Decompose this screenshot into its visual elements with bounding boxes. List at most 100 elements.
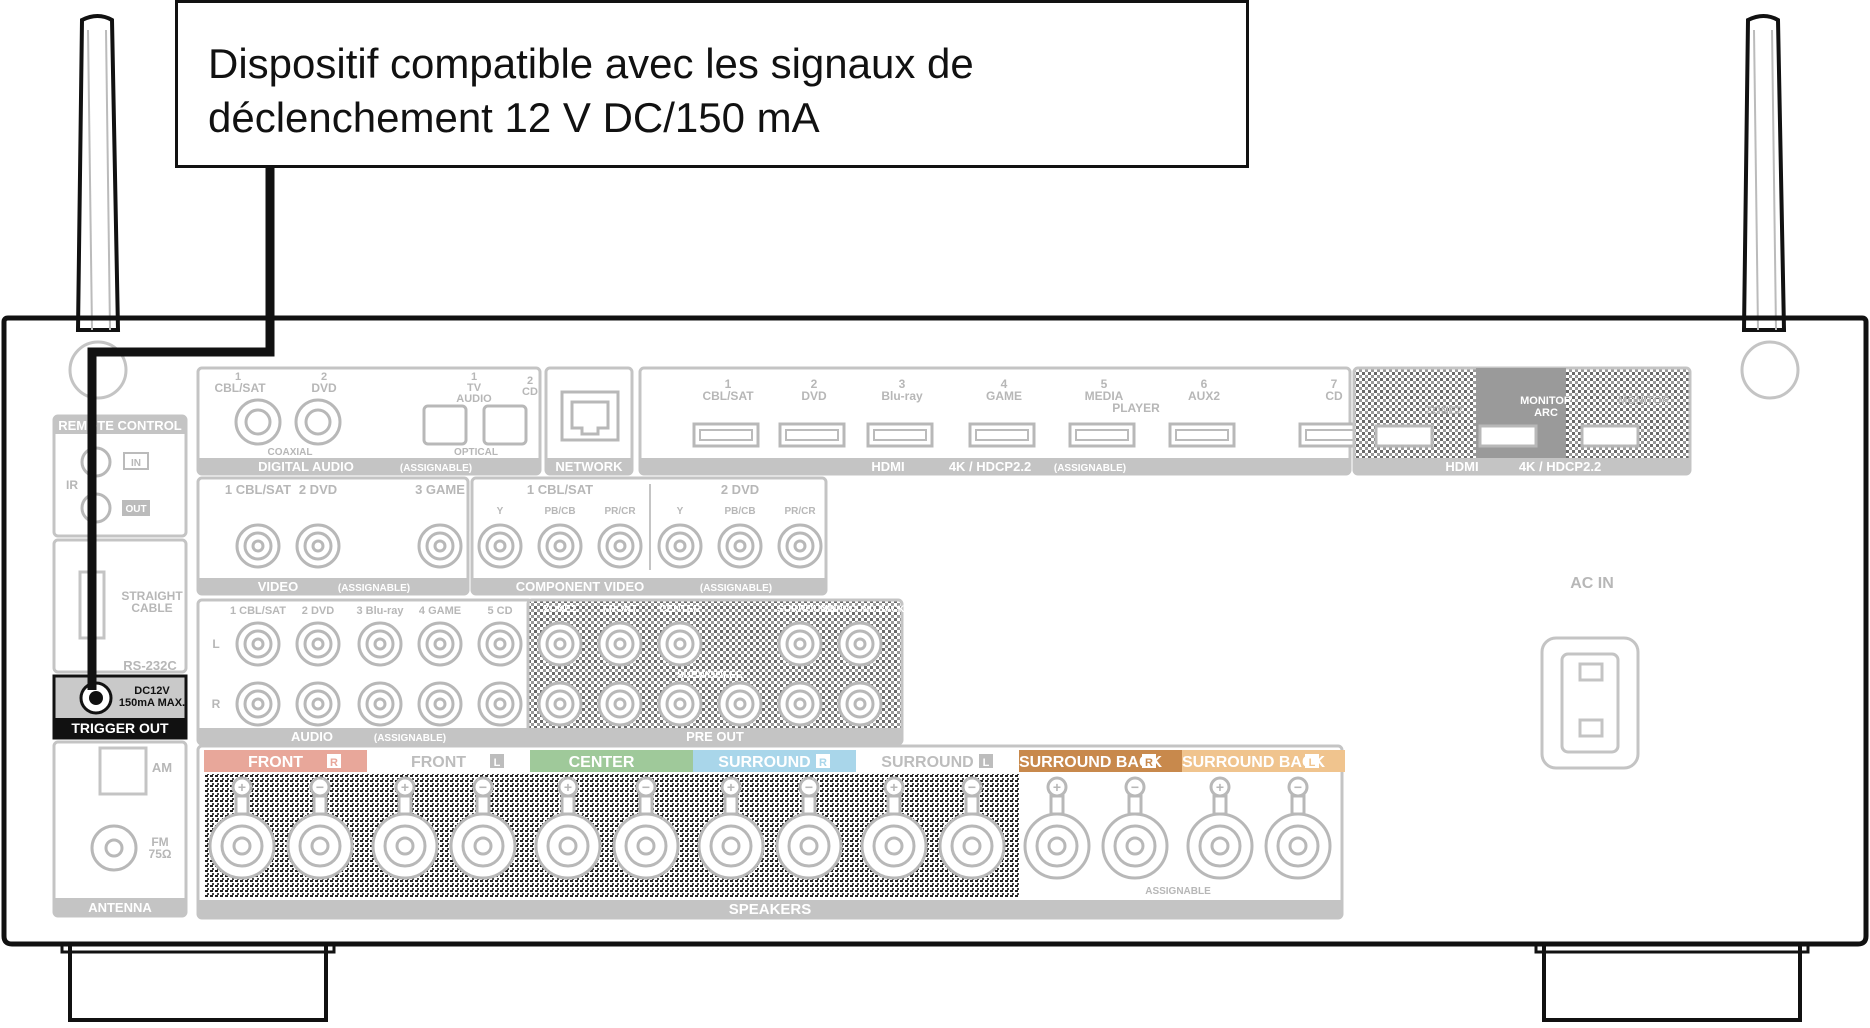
speaker-header-2 <box>367 750 530 772</box>
hdmi-in-name-4: GAME <box>986 389 1022 403</box>
speaker-terminal-hole-minus-3 <box>636 836 656 856</box>
hdmi-in-port-6[interactable] <box>1168 422 1236 448</box>
speaker-header-3 <box>530 750 693 772</box>
audio-title: AUDIO <box>291 729 333 744</box>
ir-label: IR <box>66 478 78 492</box>
pre-out-section: ZONE2 FRONT CENTER SURROUND SURROUND BAC… <box>526 598 905 746</box>
hdmi-in-port-1[interactable] <box>692 422 760 448</box>
ir-out-label: OUT <box>125 504 146 515</box>
video-jack-2-pin <box>311 539 325 553</box>
speaker-terminal-hole-plus-4 <box>721 836 741 856</box>
hdmi-out-monitor2-port[interactable] <box>1580 424 1640 448</box>
speaker-terminal-hole-minus-6 <box>1125 836 1145 856</box>
audio-jack-l-2-pin <box>311 637 325 651</box>
speaker-terminal-hole-plus-7 <box>1210 836 1230 856</box>
speaker-label-4: SURROUND <box>718 754 810 771</box>
audio-jack-l-4-pin <box>433 637 447 651</box>
ac-in-socket[interactable] <box>1540 636 1640 770</box>
antenna-label: ANTENNA <box>88 900 152 915</box>
optical-jack-1[interactable] <box>422 404 468 446</box>
hdmi-monitor-arc-1: MONITOR <box>1520 395 1572 407</box>
hdmi-in-port-5[interactable] <box>1068 422 1136 448</box>
digital-audio-cblsat: CBL/SAT <box>214 381 266 395</box>
right-antenna <box>1740 14 1800 400</box>
speaker-plus-sign-1: + <box>238 779 246 795</box>
speakers-title: SPEAKERS <box>729 901 812 918</box>
speaker-terminal-hole-minus-4 <box>799 836 819 856</box>
audio-jack-r-4-pin <box>433 697 447 711</box>
trigger-cable <box>87 168 275 690</box>
ac-in-section: AC IN <box>1540 575 1640 770</box>
speaker-side-4: R <box>819 757 827 769</box>
hdmi-in-port-3[interactable] <box>866 422 934 448</box>
hdmi-in-port-inner-3 <box>873 429 927 441</box>
speaker-plus-sign-3: + <box>564 779 572 795</box>
hdmi-out-zone2-port[interactable] <box>1374 424 1434 448</box>
speaker-side-box-4 <box>816 754 830 768</box>
hdmi-in-port-4[interactable] <box>968 422 1036 448</box>
network-label: NETWORK <box>555 459 623 474</box>
video-input-label-3: 3 GAME <box>415 482 465 497</box>
straight-cable-label-2: CABLE <box>131 601 172 615</box>
speaker-side-7: L <box>1309 757 1316 769</box>
speaker-post-7-1 <box>1212 794 1228 816</box>
callout-text: Dispositif compatible avec les signaux d… <box>208 37 974 145</box>
preout-jack-11-pin <box>853 697 867 711</box>
callout-box: Dispositif compatible avec les signaux d… <box>175 0 1249 168</box>
hdmi-in-name-3: Blu-ray <box>881 389 923 403</box>
audio-jack-r-5-pin <box>493 697 507 711</box>
chassis-outline <box>1 315 1869 947</box>
audio-r-label: R <box>212 697 221 711</box>
speaker-side-box-1 <box>327 754 341 768</box>
rs232c-section: STRAIGHT CABLE RS-232C <box>52 538 188 674</box>
speaker-post-5-1 <box>886 794 902 816</box>
component-jack-2-pin <box>553 539 567 553</box>
digital-audio-dvd: DVD <box>311 381 337 395</box>
am-terminal[interactable] <box>98 746 148 796</box>
speaker-terminal-hole-minus-7 <box>1288 836 1308 856</box>
preout-front: FRONT <box>603 604 637 615</box>
optical-jack-2[interactable] <box>482 404 528 446</box>
trigger-out-label: TRIGGER OUT <box>71 720 169 736</box>
component-jack-1-pin <box>493 539 507 553</box>
speaker-minus-sign-6: − <box>1131 779 1139 795</box>
hdmi-in-spec: 4K / HDCP2.2 <box>949 459 1031 474</box>
rs232c-label: RS-232C <box>123 658 177 673</box>
hdmi-out-monitor-arc-port[interactable] <box>1478 424 1538 448</box>
component-group-2: 2 DVD <box>721 482 759 497</box>
speaker-terminal-hole-plus-6 <box>1047 836 1067 856</box>
optical-label: OPTICAL <box>454 447 498 458</box>
callout-line-2: déclenchement 12 V DC/150 mA <box>208 94 820 141</box>
speaker-minus-sign-7: − <box>1294 779 1302 795</box>
component-jack-6-pin <box>793 539 807 553</box>
speaker-post-6-2 <box>1127 794 1143 816</box>
am-label: AM <box>152 760 172 775</box>
hdmi-in-num-4: 4 <box>1001 377 1008 391</box>
digital-audio-num-cd: 2 <box>527 375 533 387</box>
hdmi-in-port-2[interactable] <box>778 422 846 448</box>
speaker-post-1-1 <box>234 794 250 816</box>
component-sub-6: PR/CR <box>784 506 816 517</box>
digital-audio-num-2: 2 <box>321 371 327 383</box>
coaxial-label: COAXIAL <box>268 447 313 458</box>
digital-audio-tvaudio: AUDIO <box>456 393 492 405</box>
hdmi-in-section: 1CBL/SAT2DVD3Blu-ray4GAME5MEDIA6AUX27CDP… <box>638 366 1366 476</box>
fm-label: FM <box>151 835 168 849</box>
hdmi-in-name-7: CD <box>1325 389 1343 403</box>
hdmi-monitor-arc-2: ARC <box>1534 407 1558 419</box>
audio-input-label-2: 2 DVD <box>302 605 334 617</box>
speaker-post-4-1 <box>723 794 739 816</box>
audio-jack-r-1-pin <box>251 697 265 711</box>
component-sub-3: PR/CR <box>604 506 636 517</box>
speaker-terminal-hole-minus-5 <box>962 836 982 856</box>
audio-assignable: (ASSIGNABLE) <box>374 733 446 744</box>
antenna-section: AM FM 75Ω ANTENNA <box>52 740 188 918</box>
hdmi-in-num-6: 6 <box>1201 377 1208 391</box>
speaker-header-7 <box>1182 750 1345 772</box>
digital-audio-tv: TV <box>467 382 482 394</box>
hdmi-in-num-7: 7 <box>1331 377 1338 391</box>
digital-audio-num-1: 1 <box>235 371 241 383</box>
speaker-side-box-7 <box>1305 754 1319 768</box>
